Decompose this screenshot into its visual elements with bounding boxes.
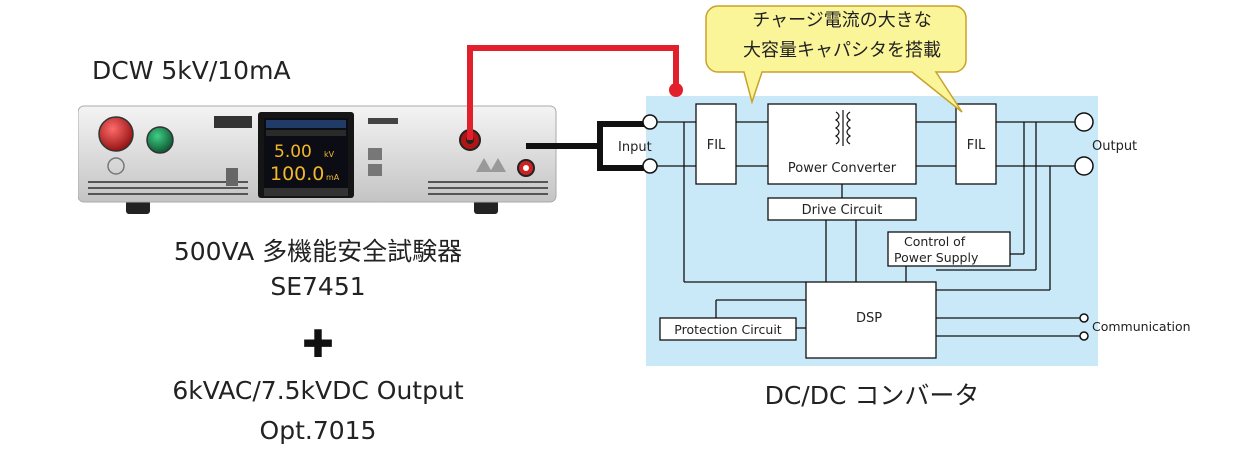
- option-number: Opt.7015: [259, 416, 377, 445]
- tester-name: 500VA 多機能安全試験器: [173, 237, 463, 266]
- communication-terminal-bottom: [1079, 331, 1089, 341]
- red-wire: [467, 45, 679, 140]
- plus-icon: ✚: [302, 322, 334, 366]
- transformer-icon: [834, 110, 852, 146]
- power-converter-box: [767, 103, 917, 185]
- callout-line1: チャージ電流の大きな: [752, 10, 932, 31]
- drive-circuit-box: [767, 197, 917, 221]
- output-terminal-top: [1074, 112, 1094, 132]
- control-label-line2: Power Supply: [894, 250, 979, 265]
- input-label: Input: [618, 140, 652, 155]
- svg-text:kV: kV: [324, 150, 335, 159]
- protection-circuit-box: [659, 317, 797, 341]
- control-power-supply-box: [887, 231, 1011, 267]
- black-wire-top: [526, 121, 648, 149]
- display-voltage: 5.00: [274, 142, 312, 162]
- output-label: Output: [1092, 139, 1137, 154]
- fil-right-label: FIL: [967, 138, 986, 153]
- input-terminal-top: [642, 114, 658, 130]
- communication-terminal-top: [1079, 313, 1089, 323]
- safety-tester-device: 5.00 kV 100.0 mA: [78, 105, 557, 214]
- dsp-label: DSP: [856, 311, 882, 326]
- svg-text:mA: mA: [326, 173, 340, 182]
- fil-left-box: [695, 103, 737, 185]
- communication-label: Communication: [1092, 319, 1191, 334]
- fil-left-label: FIL: [707, 138, 726, 153]
- output-terminal-bottom: [1074, 156, 1094, 176]
- control-label-line1: Control of: [904, 234, 966, 249]
- callout-line2: 大容量キャパシタを搭載: [743, 40, 941, 61]
- callout-bubble: [705, 5, 967, 113]
- power-converter-label: Power Converter: [788, 161, 897, 176]
- black-wire-bottom: [597, 146, 648, 171]
- drive-circuit-label: Drive Circuit: [802, 203, 883, 218]
- tester-model: SE7451: [270, 272, 366, 301]
- fil-right-box: [955, 103, 997, 185]
- display-current: 100.0: [270, 163, 324, 185]
- dsp-box: [805, 281, 937, 359]
- converter-title: DC/DC コンバータ: [764, 381, 980, 410]
- protection-circuit-label: Protection Circuit: [674, 322, 782, 337]
- option-spec: 6kVAC/7.5kVDC Output: [172, 376, 464, 405]
- input-terminal-bottom: [642, 158, 658, 174]
- tester-rating-label: DCW 5kV/10mA: [92, 56, 291, 85]
